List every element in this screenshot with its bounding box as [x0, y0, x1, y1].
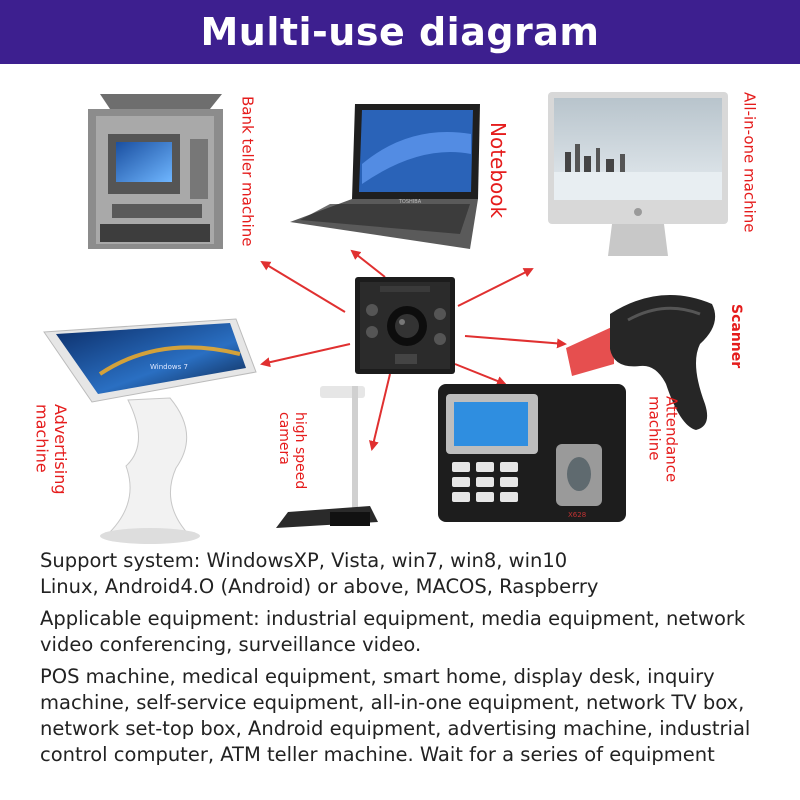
- camera-module-image: [355, 277, 455, 374]
- attendance-brand: X628: [568, 511, 586, 519]
- label-attendance-machine: Attendance machine: [645, 396, 680, 482]
- label-advertising-line2: machine: [32, 404, 52, 473]
- applicable-line-1: Applicable equipment: industrial equipme…: [40, 607, 746, 630]
- laptop-brand: TOSHIBA: [398, 199, 422, 205]
- header-banner: Multi-use diagram: [0, 0, 800, 64]
- notebook-image: TOSHIBA: [290, 104, 480, 249]
- label-camera-line2: camera: [276, 412, 293, 465]
- arrow-to-camera: [369, 373, 391, 451]
- atm-image: [88, 94, 223, 249]
- high-speed-camera-image: [276, 386, 378, 528]
- ad-screen-text: Windows 7: [150, 363, 188, 371]
- label-bank-teller-machine: Bank teller machine: [238, 96, 257, 247]
- label-all-in-one-machine: All-in-one machine: [740, 92, 759, 233]
- pos-line-1: POS machine, medical equipment, smart ho…: [40, 665, 715, 688]
- support-line-1: Support system: WindowsXP, Vista, win7, …: [40, 549, 568, 572]
- arrow-to-advertising: [260, 343, 351, 368]
- advertising-machine-image: Windows 7: [43, 318, 257, 544]
- label-attendance-line1: Attendance: [662, 396, 681, 483]
- attendance-machine-image: X628: [438, 384, 626, 522]
- arrows: [260, 249, 567, 451]
- arrow-to-scanner: [464, 335, 567, 349]
- arrow-to-allinone: [457, 268, 534, 307]
- multi-use-diagram: TOSHIBA: [0, 64, 800, 544]
- support-line-2: Linux, Android4.O (Android) or above, MA…: [40, 575, 599, 598]
- pos-line-3: network set-top box, Android equipment, …: [40, 717, 751, 740]
- allinone-image: [548, 92, 728, 256]
- scanner-image: [566, 295, 716, 430]
- label-advertising-machine: Advertising machine: [32, 404, 69, 495]
- page-title: Multi-use diagram: [200, 10, 600, 54]
- label-high-speed-camera: high speed camera: [276, 412, 308, 489]
- applicable-line-2: video conferencing, surveillance video.: [40, 633, 422, 656]
- label-camera-line1: high speed: [292, 412, 309, 490]
- label-advertising-line1: Advertising: [50, 404, 70, 495]
- arrow-to-notebook: [350, 249, 386, 278]
- arrow-to-attendance: [454, 363, 507, 386]
- label-notebook: Notebook: [486, 122, 510, 219]
- label-attendance-line2: machine: [645, 396, 664, 461]
- diagram-canvas: TOSHIBA: [43, 92, 728, 544]
- description-text: Support system: WindowsXP, Vista, win7, …: [40, 548, 790, 768]
- pos-line-4: control computer, ATM teller machine. Wa…: [40, 743, 715, 766]
- pos-line-2: machine, self-service equipment, all-in-…: [40, 691, 745, 714]
- arrow-to-bank: [260, 260, 346, 313]
- label-scanner: Scanner: [728, 304, 745, 369]
